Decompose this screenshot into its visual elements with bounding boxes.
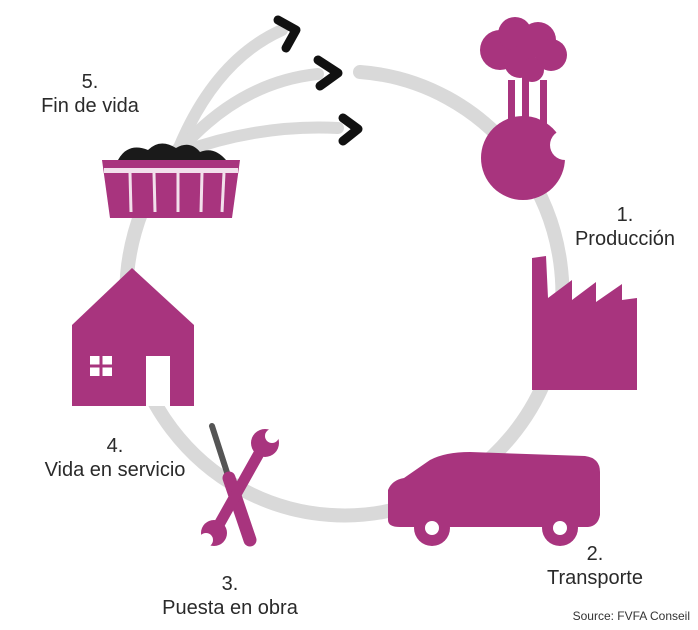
source-credit: Source: FVFA Conseil xyxy=(572,609,690,623)
tools-icon xyxy=(199,423,279,547)
van-icon xyxy=(388,452,600,546)
stage-number: 3. xyxy=(221,573,239,595)
stage-name: Vida en servicio xyxy=(44,459,186,481)
stage-number: 5. xyxy=(81,71,99,93)
stage-number: 1. xyxy=(616,204,634,226)
stage-label-transporte: 2. Transporte xyxy=(520,542,670,590)
dumpster-icon xyxy=(102,143,240,218)
stage-name: Transporte xyxy=(547,567,643,589)
arrowhead-icon xyxy=(313,55,343,91)
stage-label-fin-de-vida: 5. Fin de vida xyxy=(20,70,160,118)
tree-and-globe-icon xyxy=(480,17,580,200)
arrowhead-icon xyxy=(338,113,363,146)
exit-arrows xyxy=(172,24,344,158)
stage-label-produccion: 1. Producción xyxy=(552,203,698,251)
stage-number: 2. xyxy=(586,543,604,565)
stage-number: 4. xyxy=(106,435,124,457)
stage-label-puesta-en-obra: 3. Puesta en obra xyxy=(120,572,340,620)
arrowhead-icons xyxy=(273,15,363,146)
stage-name: Fin de vida xyxy=(41,95,139,117)
stage-label-vida-en-servicio: 4. Vida en servicio xyxy=(0,434,230,482)
stage-name: Puesta en obra xyxy=(162,597,298,619)
factory-icon xyxy=(532,256,637,390)
arrowhead-icon xyxy=(273,15,301,53)
house-icon xyxy=(72,268,194,406)
stage-name: Producción xyxy=(574,228,676,250)
